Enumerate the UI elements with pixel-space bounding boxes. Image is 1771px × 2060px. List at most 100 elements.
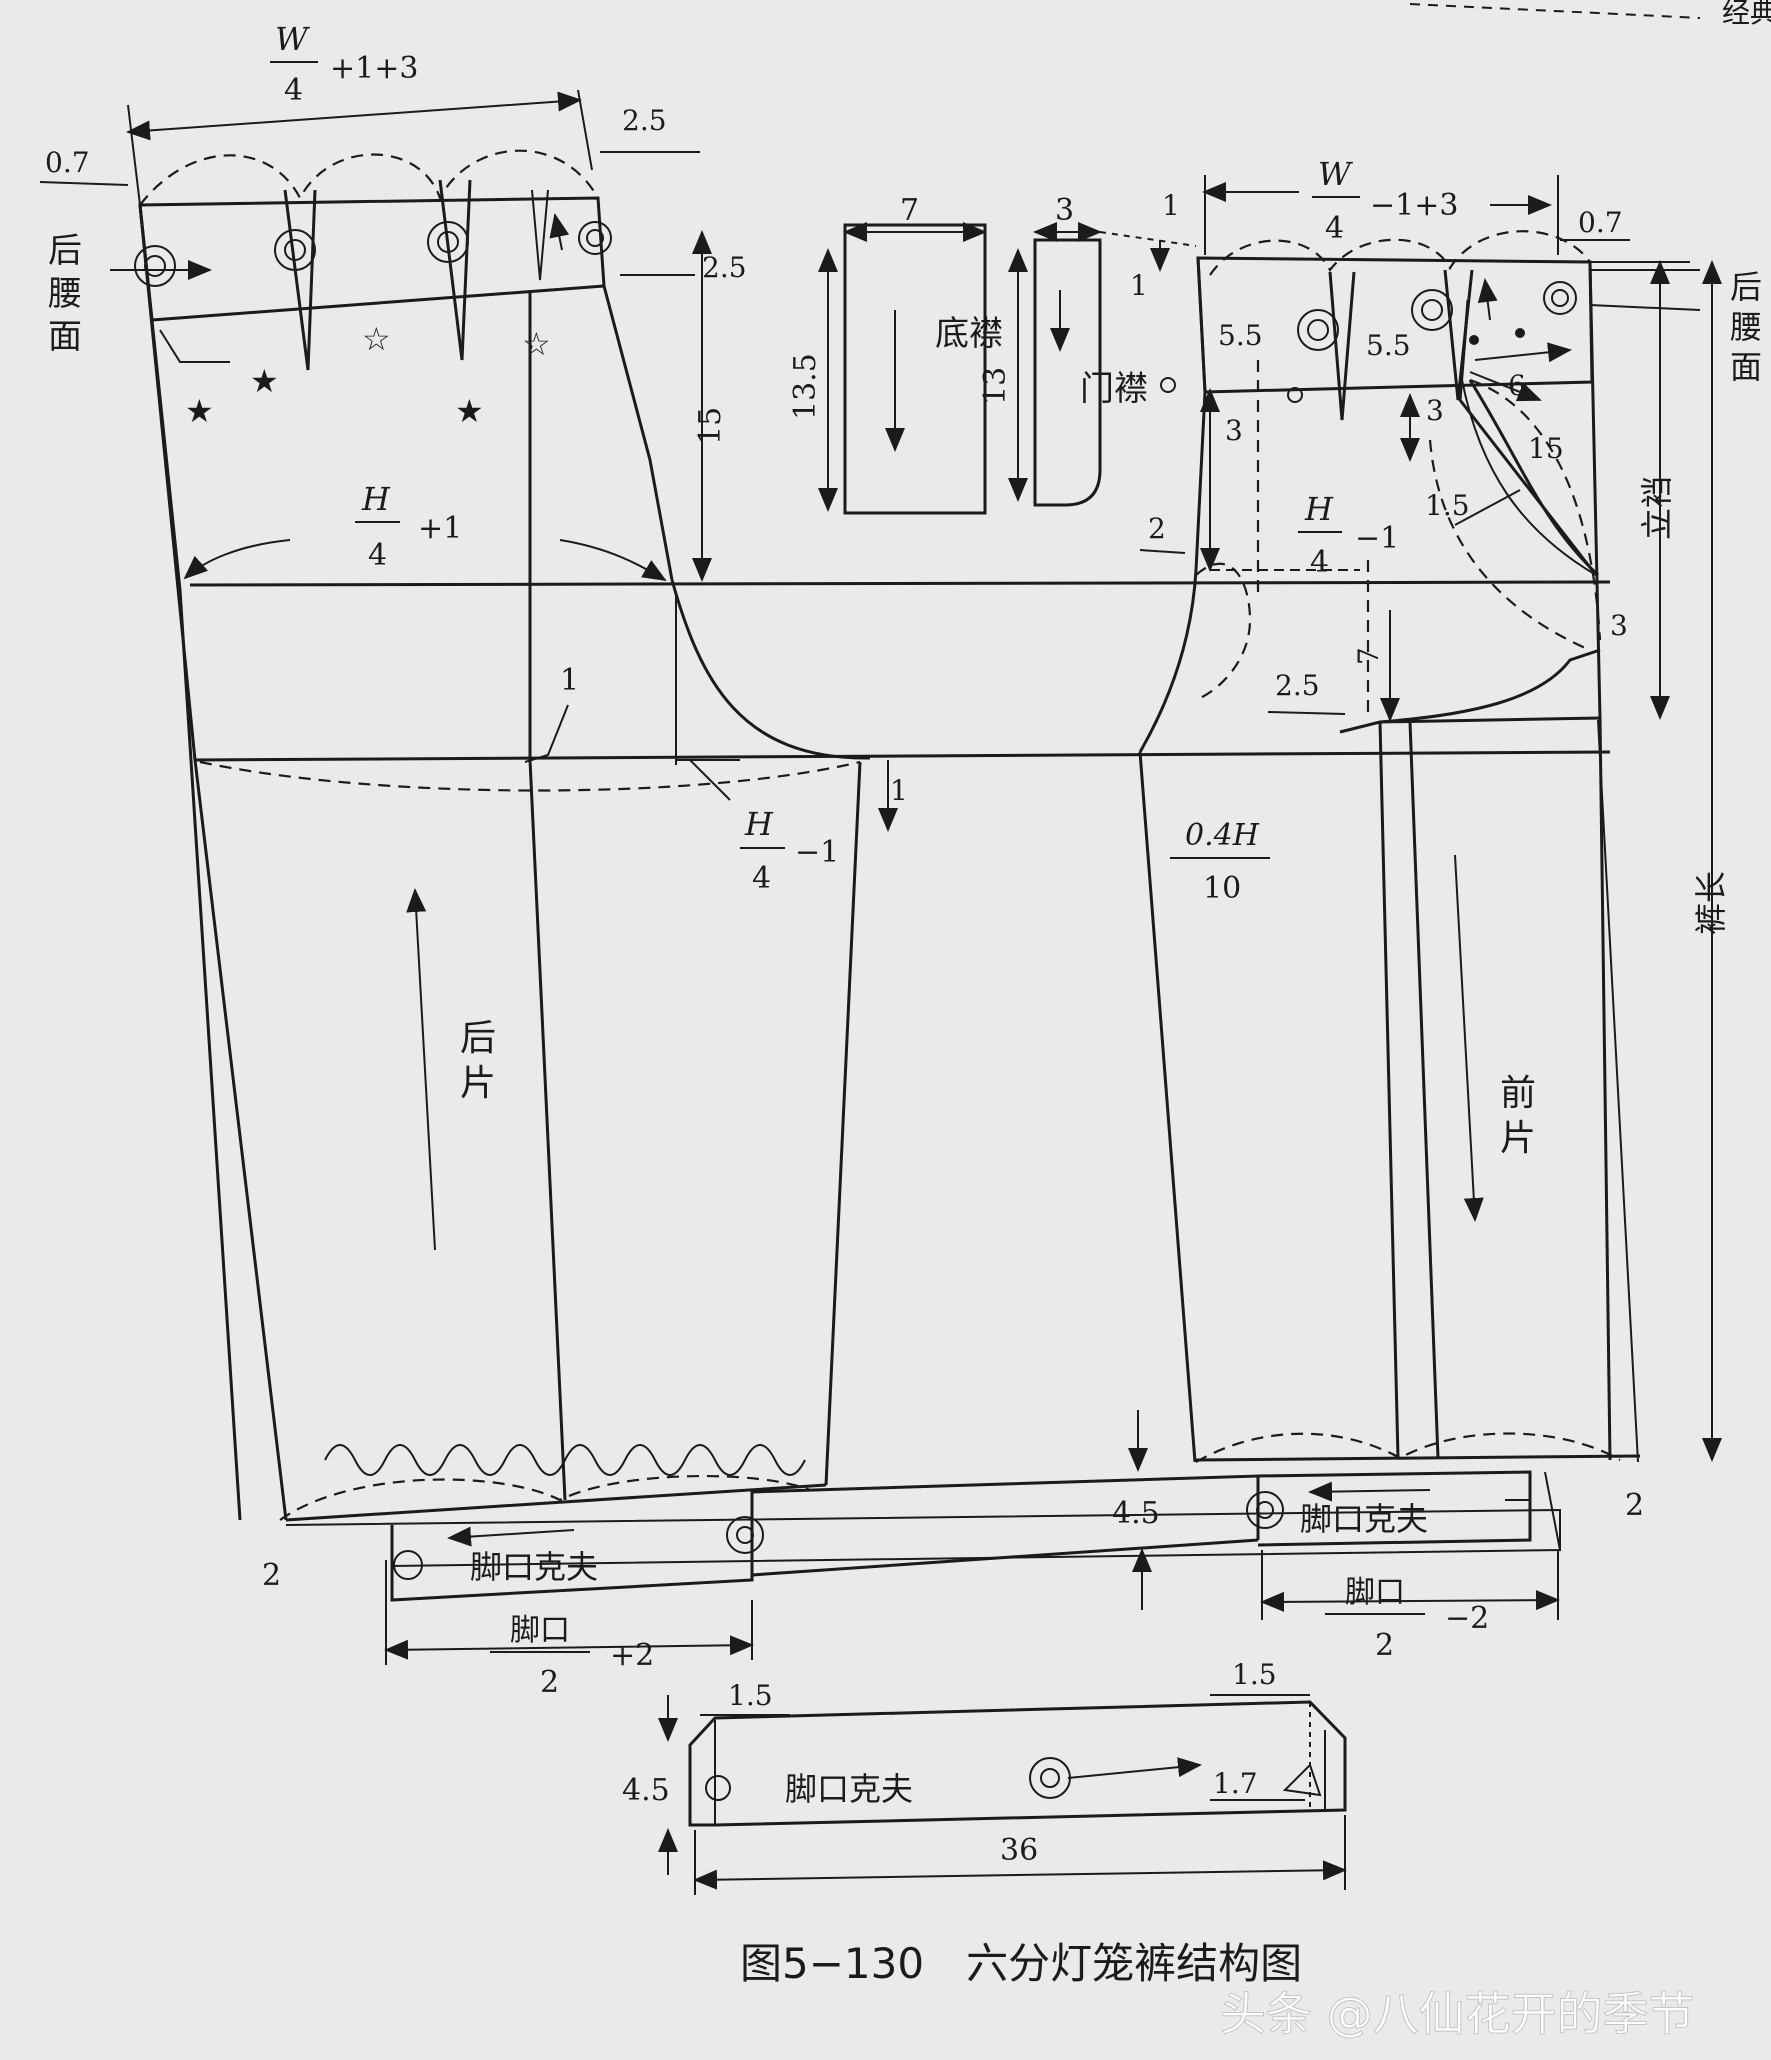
- svg-text:−1: −1: [795, 835, 839, 870]
- svg-text:面: 面: [48, 317, 82, 357]
- cuff-detail-1.7: 1.7: [1213, 1767, 1258, 1800]
- svg-text:后: 后: [48, 231, 82, 271]
- svg-text:4: 4: [1310, 545, 1329, 580]
- underlap-label: 底襟: [935, 314, 1003, 354]
- back-crotch-formula: H 4 −1: [740, 805, 839, 896]
- svg-text:面: 面: [1730, 348, 1762, 386]
- svg-text:+1: +1: [418, 511, 462, 546]
- cuff-label-back: 脚口克夫: [470, 1548, 598, 1586]
- cuff-label-front: 脚口克夫: [1300, 1500, 1428, 1538]
- back-piece-label: 后 片: [460, 1018, 496, 1104]
- cuff-detail-1.5a: 1.5: [728, 1679, 773, 1712]
- back-label-1b: 1: [890, 774, 908, 807]
- label-13.5: 13.5: [788, 353, 823, 420]
- svg-text:−2: −2: [1445, 1601, 1489, 1636]
- front-label-2.5: 2.5: [1275, 669, 1320, 702]
- back-piece: W 4 +1+3 0.7 2.5 后 腰 面: [39, 20, 1611, 1593]
- label-13: 13: [978, 367, 1013, 405]
- back-label-0.7: 0.7: [45, 146, 90, 179]
- svg-text:前: 前: [1500, 1073, 1536, 1114]
- front-label-6: 6: [1508, 369, 1526, 402]
- cuff-detail-label: 脚口克夫: [785, 1770, 913, 1808]
- svg-text:4: 4: [1325, 211, 1344, 246]
- front-piece: W 4 −1+3 1 1 0.7 5.5 5.5 3 3: [1099, 155, 1762, 1523]
- svg-text:−1+3: −1+3: [1370, 188, 1458, 223]
- svg-text:4: 4: [752, 861, 771, 896]
- front-waist-formula: W 4 −1+3: [1312, 155, 1458, 246]
- front-waistband-label: 后 腰 面: [1730, 268, 1762, 386]
- svg-text:H: H: [1304, 490, 1334, 528]
- svg-text:后: 后: [460, 1018, 496, 1059]
- cuff-front-formula: 脚口 2 −2: [1325, 1575, 1489, 1663]
- back-label-2: 2: [262, 1558, 281, 1593]
- back-waist-formula: W 4 +1+3: [270, 20, 418, 108]
- back-label-2.5b: 2.5: [702, 251, 747, 284]
- back-grain-arrow: [406, 888, 436, 1251]
- label-3: 3: [1055, 193, 1074, 228]
- svg-text:10: 10: [1203, 871, 1241, 906]
- svg-text:+1+3: +1+3: [330, 51, 418, 86]
- svg-text:H: H: [361, 480, 391, 518]
- svg-text:2: 2: [540, 1665, 559, 1700]
- star-markers: ★ ★ ★ ☆ ☆: [185, 320, 551, 430]
- front-label-3a: 3: [1225, 414, 1243, 447]
- svg-text:☆: ☆: [362, 320, 391, 358]
- front-label-0.7: 0.7: [1578, 206, 1623, 239]
- front-label-7: 7: [1352, 647, 1385, 665]
- front-piece-label: 前 片: [1500, 1073, 1536, 1159]
- svg-text:脚口: 脚口: [1345, 1575, 1405, 1610]
- svg-text:腰: 腰: [48, 274, 82, 314]
- back-hip-formula: H 4 +1: [355, 480, 462, 573]
- svg-text:W: W: [1318, 155, 1354, 193]
- svg-text:★: ★: [455, 392, 484, 430]
- label-7: 7: [900, 193, 919, 228]
- rise-label: 立裆: [1638, 476, 1676, 540]
- cuff-detail-1.5b: 1.5: [1232, 1658, 1277, 1691]
- svg-text:H: H: [744, 805, 774, 843]
- cuff-detail-36: 36: [1000, 1833, 1038, 1868]
- svg-text:0.4H: 0.4H: [1185, 818, 1260, 853]
- svg-text:−1: −1: [1355, 521, 1399, 556]
- figure-caption: 图5−130 六分灯笼裤结构图: [740, 1939, 1302, 1988]
- front-label-1b: 1: [1130, 269, 1148, 302]
- front-label-1.5: 1.5: [1425, 489, 1470, 522]
- front-label-1: 1: [1162, 189, 1180, 222]
- front-label-5.5b: 5.5: [1366, 329, 1411, 362]
- cuff-height-label: 4.5: [1112, 1496, 1160, 1531]
- front-label-15: 15: [1528, 432, 1564, 465]
- back-waist-dim: [126, 91, 582, 141]
- cuff-detail: 脚口克夫 1.7 1.5 1.5 4.5 36: [622, 1658, 1347, 1895]
- svg-text:+2: +2: [610, 1638, 654, 1673]
- front-label-5.5a: 5.5: [1218, 319, 1263, 352]
- top-right-text: 经典: [1722, 0, 1771, 29]
- front-hip-formula: H 4 −1: [1298, 490, 1399, 580]
- svg-text:2: 2: [1375, 1628, 1394, 1663]
- back-waistband-label: 后 腰 面: [48, 231, 82, 357]
- svg-text:片: 片: [1500, 1118, 1536, 1159]
- front-grain-arrow: [1454, 854, 1484, 1222]
- front-label-3b: 3: [1426, 394, 1444, 427]
- svg-text:后: 后: [1730, 268, 1762, 306]
- cuff-strip: 脚口克夫 脚口克夫 4.5 脚口 2 +2 脚口 2 −2: [285, 1410, 1561, 1700]
- front-knee-formula: 0.4H 10: [1170, 818, 1270, 906]
- cuff-back-formula: 脚口 2 +2: [490, 1613, 654, 1700]
- fly-label: 门襟: [1080, 369, 1148, 409]
- svg-text:腰: 腰: [1730, 308, 1762, 346]
- length-label: 裤长: [1692, 871, 1730, 935]
- back-label-15: 15: [693, 407, 728, 445]
- svg-text:4: 4: [284, 73, 303, 108]
- front-label-2: 2: [1148, 512, 1166, 545]
- svg-text:☆: ☆: [522, 325, 551, 363]
- svg-text:★: ★: [185, 392, 214, 430]
- back-label-1: 1: [560, 663, 579, 698]
- front-label-3c: 3: [1610, 609, 1628, 642]
- watermark: 头条 @八仙花开的季节: [1220, 1987, 1695, 2041]
- back-label-2.5: 2.5: [622, 104, 667, 137]
- svg-text:W: W: [275, 20, 311, 58]
- svg-text:片: 片: [460, 1063, 496, 1104]
- svg-text:★: ★: [250, 362, 279, 400]
- fly-parts: 底襟 7 13.5 3 13 门襟: [788, 193, 1148, 515]
- front-button-icons: [1160, 281, 1577, 403]
